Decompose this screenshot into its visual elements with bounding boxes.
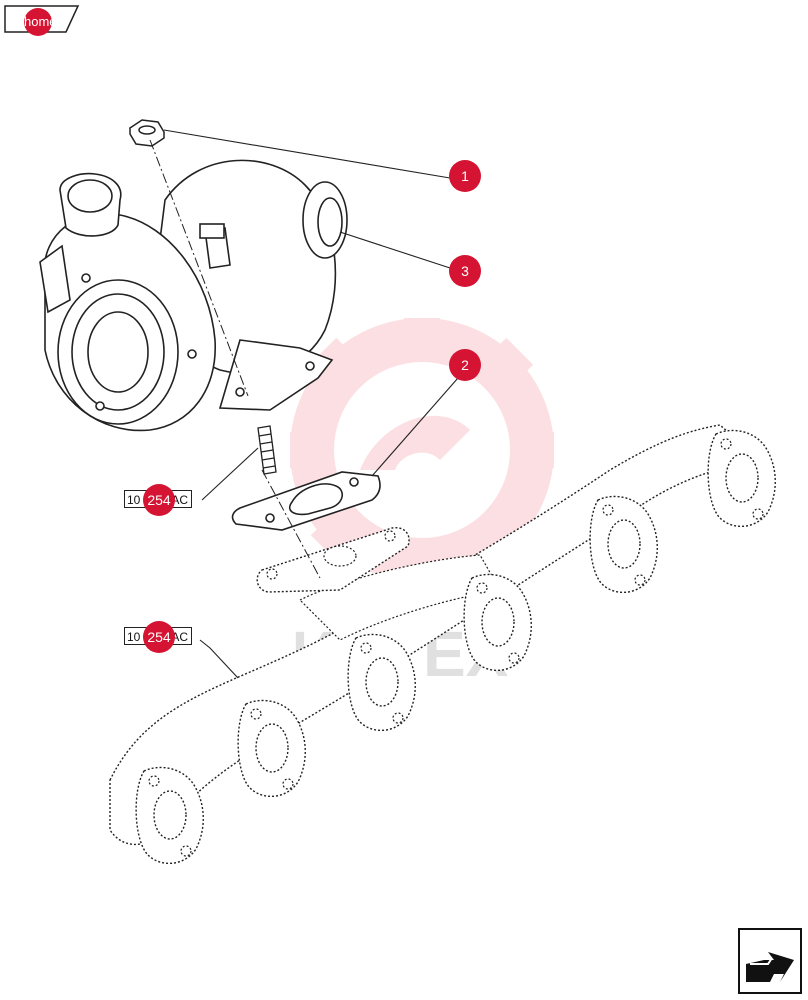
next-page-button[interactable] [738, 928, 802, 994]
reference-link-10-254-ac[interactable]: 10 AC 254 [124, 621, 192, 653]
ref-suffix: AC [171, 630, 188, 644]
ref-number: 254 [143, 621, 175, 653]
home-button[interactable]: home [4, 4, 80, 36]
callout-2[interactable]: 2 [449, 349, 481, 381]
stud [257, 425, 277, 475]
ref-prefix: 10 [127, 630, 141, 644]
callout-3[interactable]: 3 [449, 255, 481, 287]
reference-link-10-254-ac[interactable]: 10 AC 254 [124, 484, 192, 516]
exhaust-manifold [109, 424, 776, 865]
turbocharger [39, 159, 348, 432]
callout-1[interactable]: 1 [449, 160, 481, 192]
next-page-arrow-icon [746, 952, 794, 982]
hex-nut [128, 119, 166, 147]
ref-prefix: 10 [127, 493, 141, 507]
ref-number: 254 [143, 484, 175, 516]
leader-lines [163, 129, 459, 679]
ref-suffix: AC [171, 493, 188, 507]
home-label: home [24, 8, 57, 36]
assembly-axis-line [149, 139, 321, 579]
gasket [231, 471, 381, 531]
